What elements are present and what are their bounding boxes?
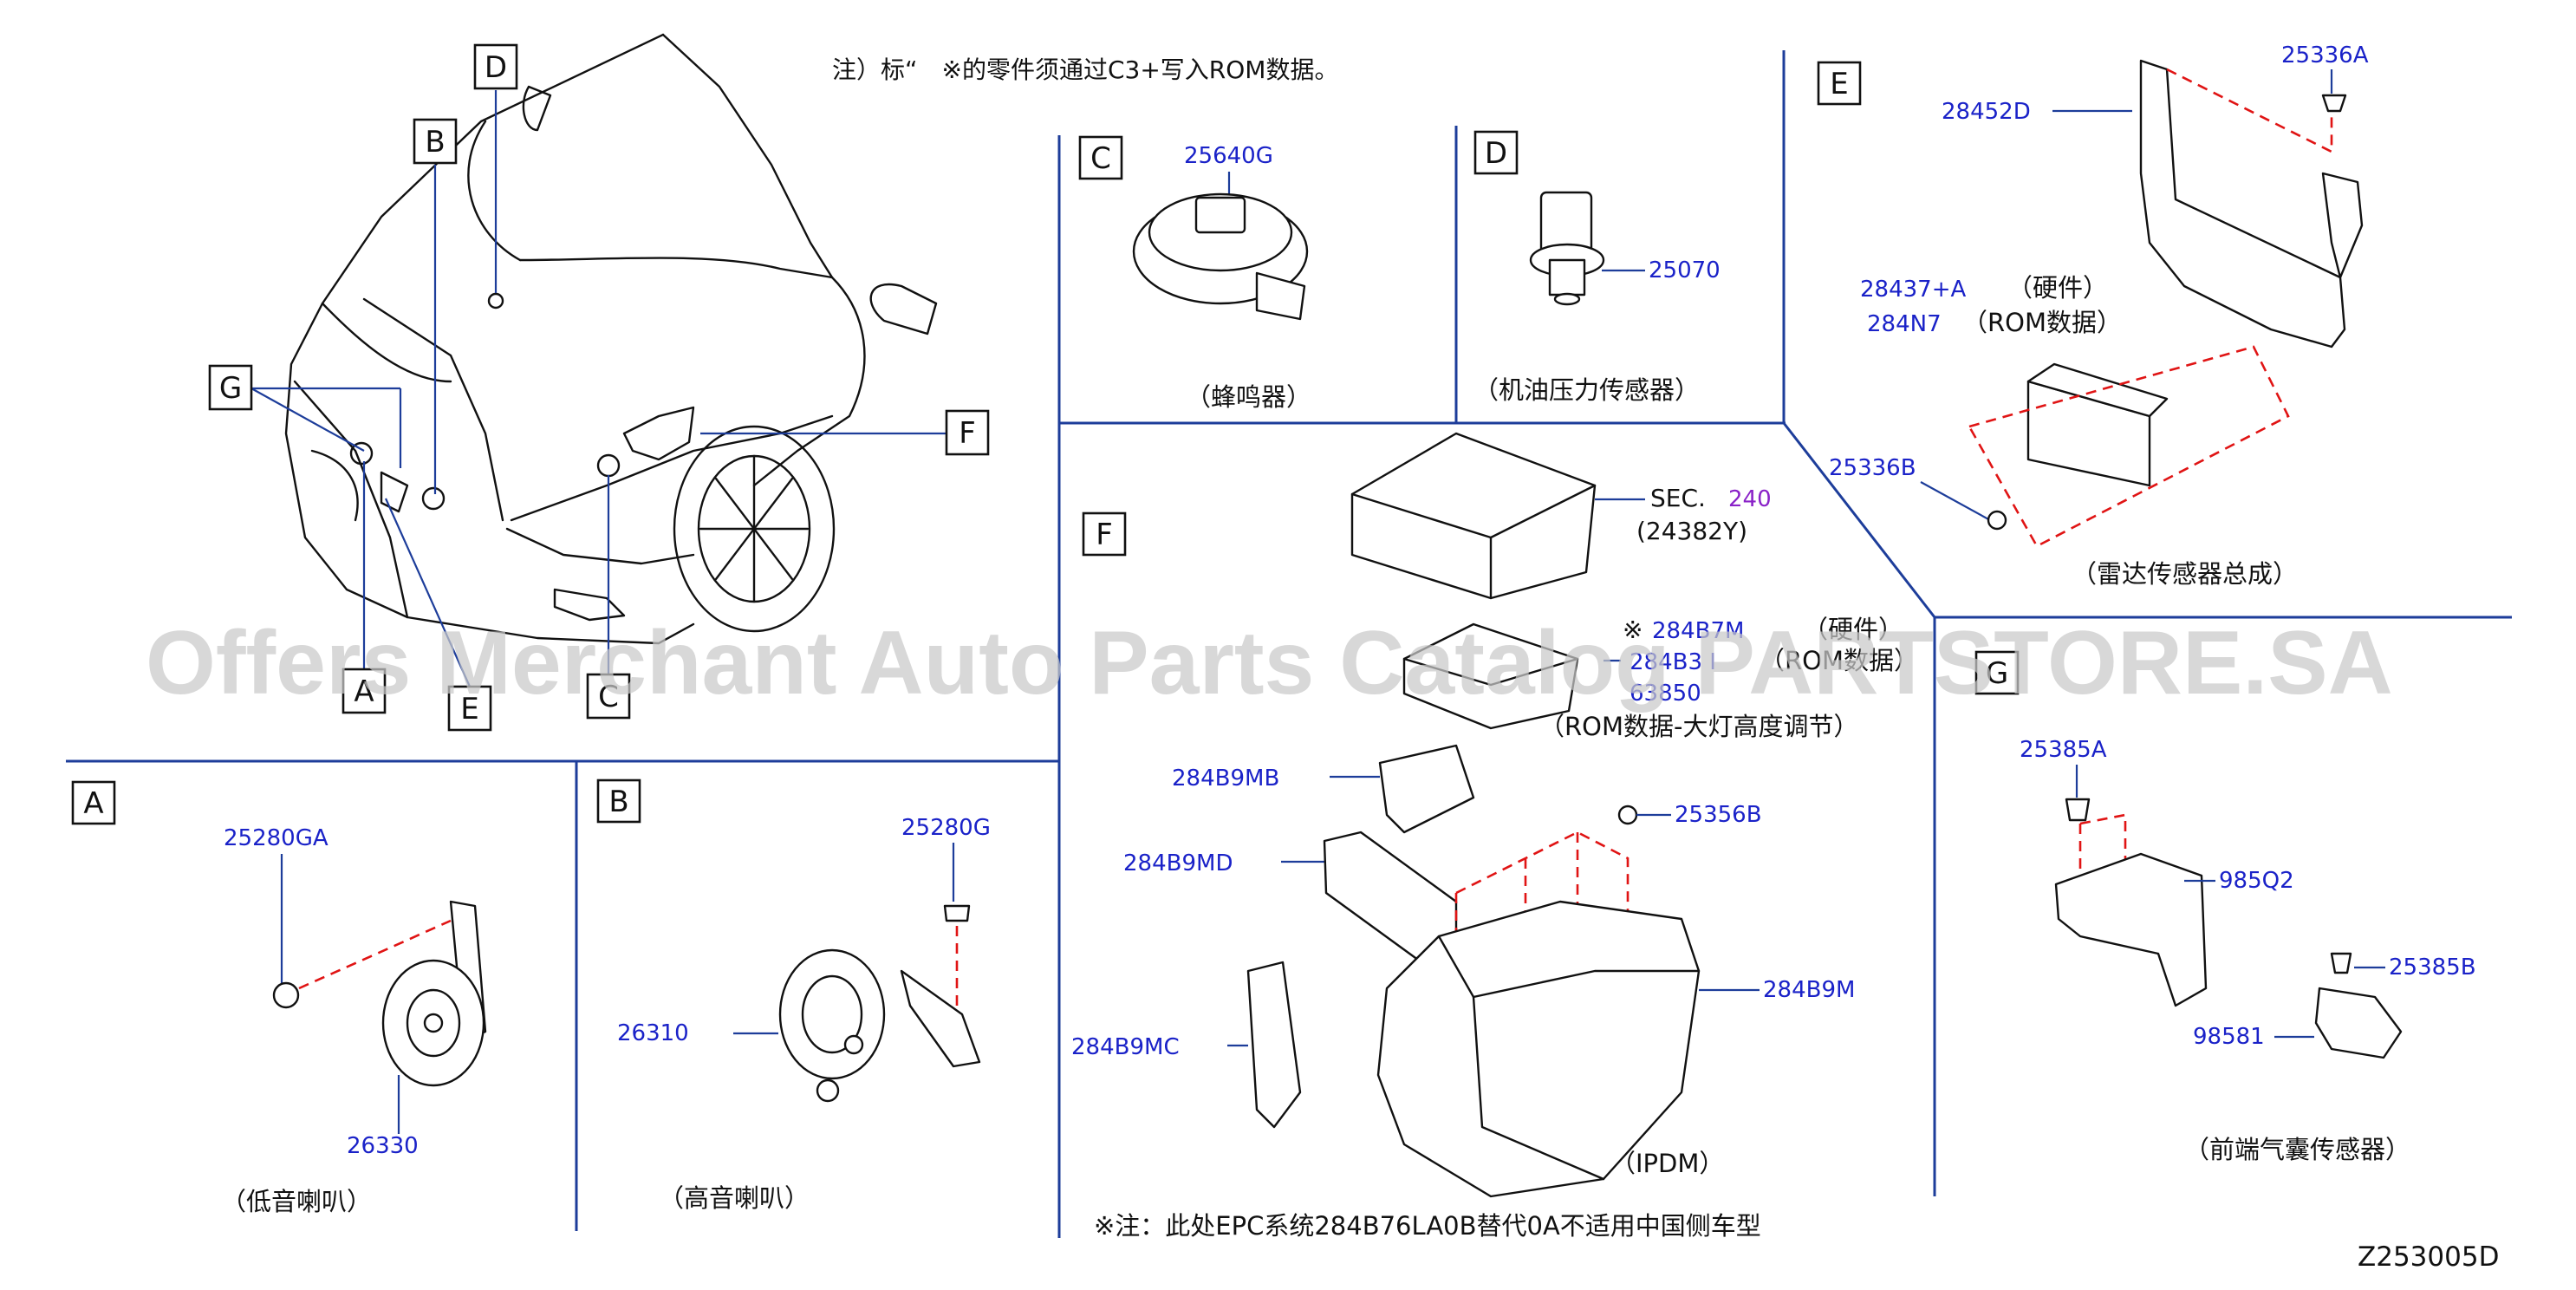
car-label-g: G: [219, 371, 242, 406]
section-g-label: G: [1986, 656, 2008, 691]
part-26330: 26330: [347, 1133, 419, 1159]
part-25280GA: 25280GA: [224, 825, 329, 851]
part-26310: 26310: [617, 1020, 689, 1046]
section-f-hw-note: （硬件）: [1803, 615, 1903, 644]
part-25280G: 25280G: [901, 815, 991, 841]
part-98581: 98581: [2193, 1024, 2265, 1050]
part-284B7M: 284B7M: [1652, 618, 1744, 644]
part-63850: 63850: [1630, 681, 1701, 707]
section-g: G 25385A 985Q2 25385B 98581 （前端气囊传感器）: [1974, 650, 2476, 1164]
section-e: E 25336A 28452D 28437+A 284N7 （硬件） （ROM数…: [1817, 42, 2369, 589]
section-d-caption: （机油压力传感器）: [1473, 375, 1700, 405]
part-25336B: 25336B: [1829, 455, 1916, 481]
part-25070: 25070: [1649, 257, 1721, 283]
section-f: F SEC. 240 (24382Y) ※ 284B7M 284B3 I 638…: [1071, 432, 1919, 1198]
section-f-caption: （IPDM）: [1610, 1149, 1724, 1178]
car-leaders: [250, 90, 946, 687]
note-top: 注）标“ ※的零件须通过C3+写入ROM数据。: [832, 55, 1338, 84]
car-overview: [284, 33, 938, 645]
section-b-label: B: [608, 785, 628, 819]
car-label-e: E: [460, 692, 478, 726]
section-c-caption: （蜂鸣器）: [1186, 382, 1311, 412]
part-284B9M: 284B9M: [1763, 977, 1855, 1003]
panel-dividers: [66, 50, 2512, 1238]
note-bottom: ※注：此处EPC系统284B76LA0B替代0A不适用中国侧车型: [1094, 1211, 1761, 1241]
part-284B9MB: 284B9MB: [1172, 766, 1279, 792]
sec-sub: (24382Y): [1636, 517, 1747, 545]
sec-ref: SEC.: [1650, 484, 1706, 512]
section-c: C 25640G （蜂鸣器）: [1078, 135, 1311, 412]
sec-num: 240: [1728, 486, 1772, 512]
section-f-label: F: [1096, 518, 1113, 552]
section-f-rom-note: （ROM数据）: [1760, 646, 1919, 675]
part-25356B: 25356B: [1675, 802, 1762, 828]
section-a-label: A: [83, 786, 103, 821]
part-284B9MC: 284B9MC: [1071, 1034, 1180, 1060]
section-e-label: E: [1830, 67, 1848, 101]
part-284B9MD: 284B9MD: [1123, 850, 1233, 876]
section-b-caption: （高音喇叭）: [659, 1183, 810, 1213]
car-label-f: F: [959, 416, 976, 451]
part-25385B: 25385B: [2389, 954, 2476, 981]
part-25336A: 25336A: [2281, 42, 2369, 68]
car-labels: D B G F A E C: [208, 43, 990, 732]
section-f-rom-leveling: （ROM数据-大灯高度调节）: [1539, 712, 1858, 741]
section-d: D 25070 （机油压力传感器）: [1473, 130, 1721, 405]
section-g-caption: （前端气囊传感器）: [2184, 1135, 2410, 1164]
section-a: A 25280GA 26330 （低音喇叭）: [71, 780, 487, 1216]
section-e-caption: （雷达传感器总成）: [2072, 559, 2298, 589]
section-b: B 25280G 26310 （高音喇叭）: [596, 779, 991, 1213]
section-e-rom-note: （ROM数据）: [1962, 308, 2122, 337]
car-label-b: B: [425, 125, 445, 160]
car-label-c: C: [598, 680, 619, 714]
part-284B3I: 284B3 I: [1630, 649, 1716, 675]
part-28452D: 28452D: [1942, 99, 2031, 125]
part-25385A: 25385A: [2020, 737, 2107, 763]
section-c-label: C: [1090, 141, 1111, 176]
section-d-label: D: [1485, 136, 1507, 171]
part-985Q2: 985Q2: [2219, 868, 2294, 894]
part-28437-A: 28437+A: [1860, 277, 1966, 303]
watermark: Offers Merchant Auto Parts Catalog PARTS…: [146, 613, 2393, 713]
car-label-a: A: [354, 674, 374, 709]
mark-symbol: ※: [1623, 616, 1643, 644]
car-label-d: D: [485, 50, 507, 85]
section-a-caption: （低音喇叭）: [221, 1187, 372, 1216]
diagram-code: Z253005D: [2358, 1241, 2499, 1273]
section-e-hw-note: （硬件）: [2007, 273, 2108, 303]
part-25640G: 25640G: [1184, 143, 1273, 169]
part-284N7: 284N7: [1867, 311, 1942, 337]
